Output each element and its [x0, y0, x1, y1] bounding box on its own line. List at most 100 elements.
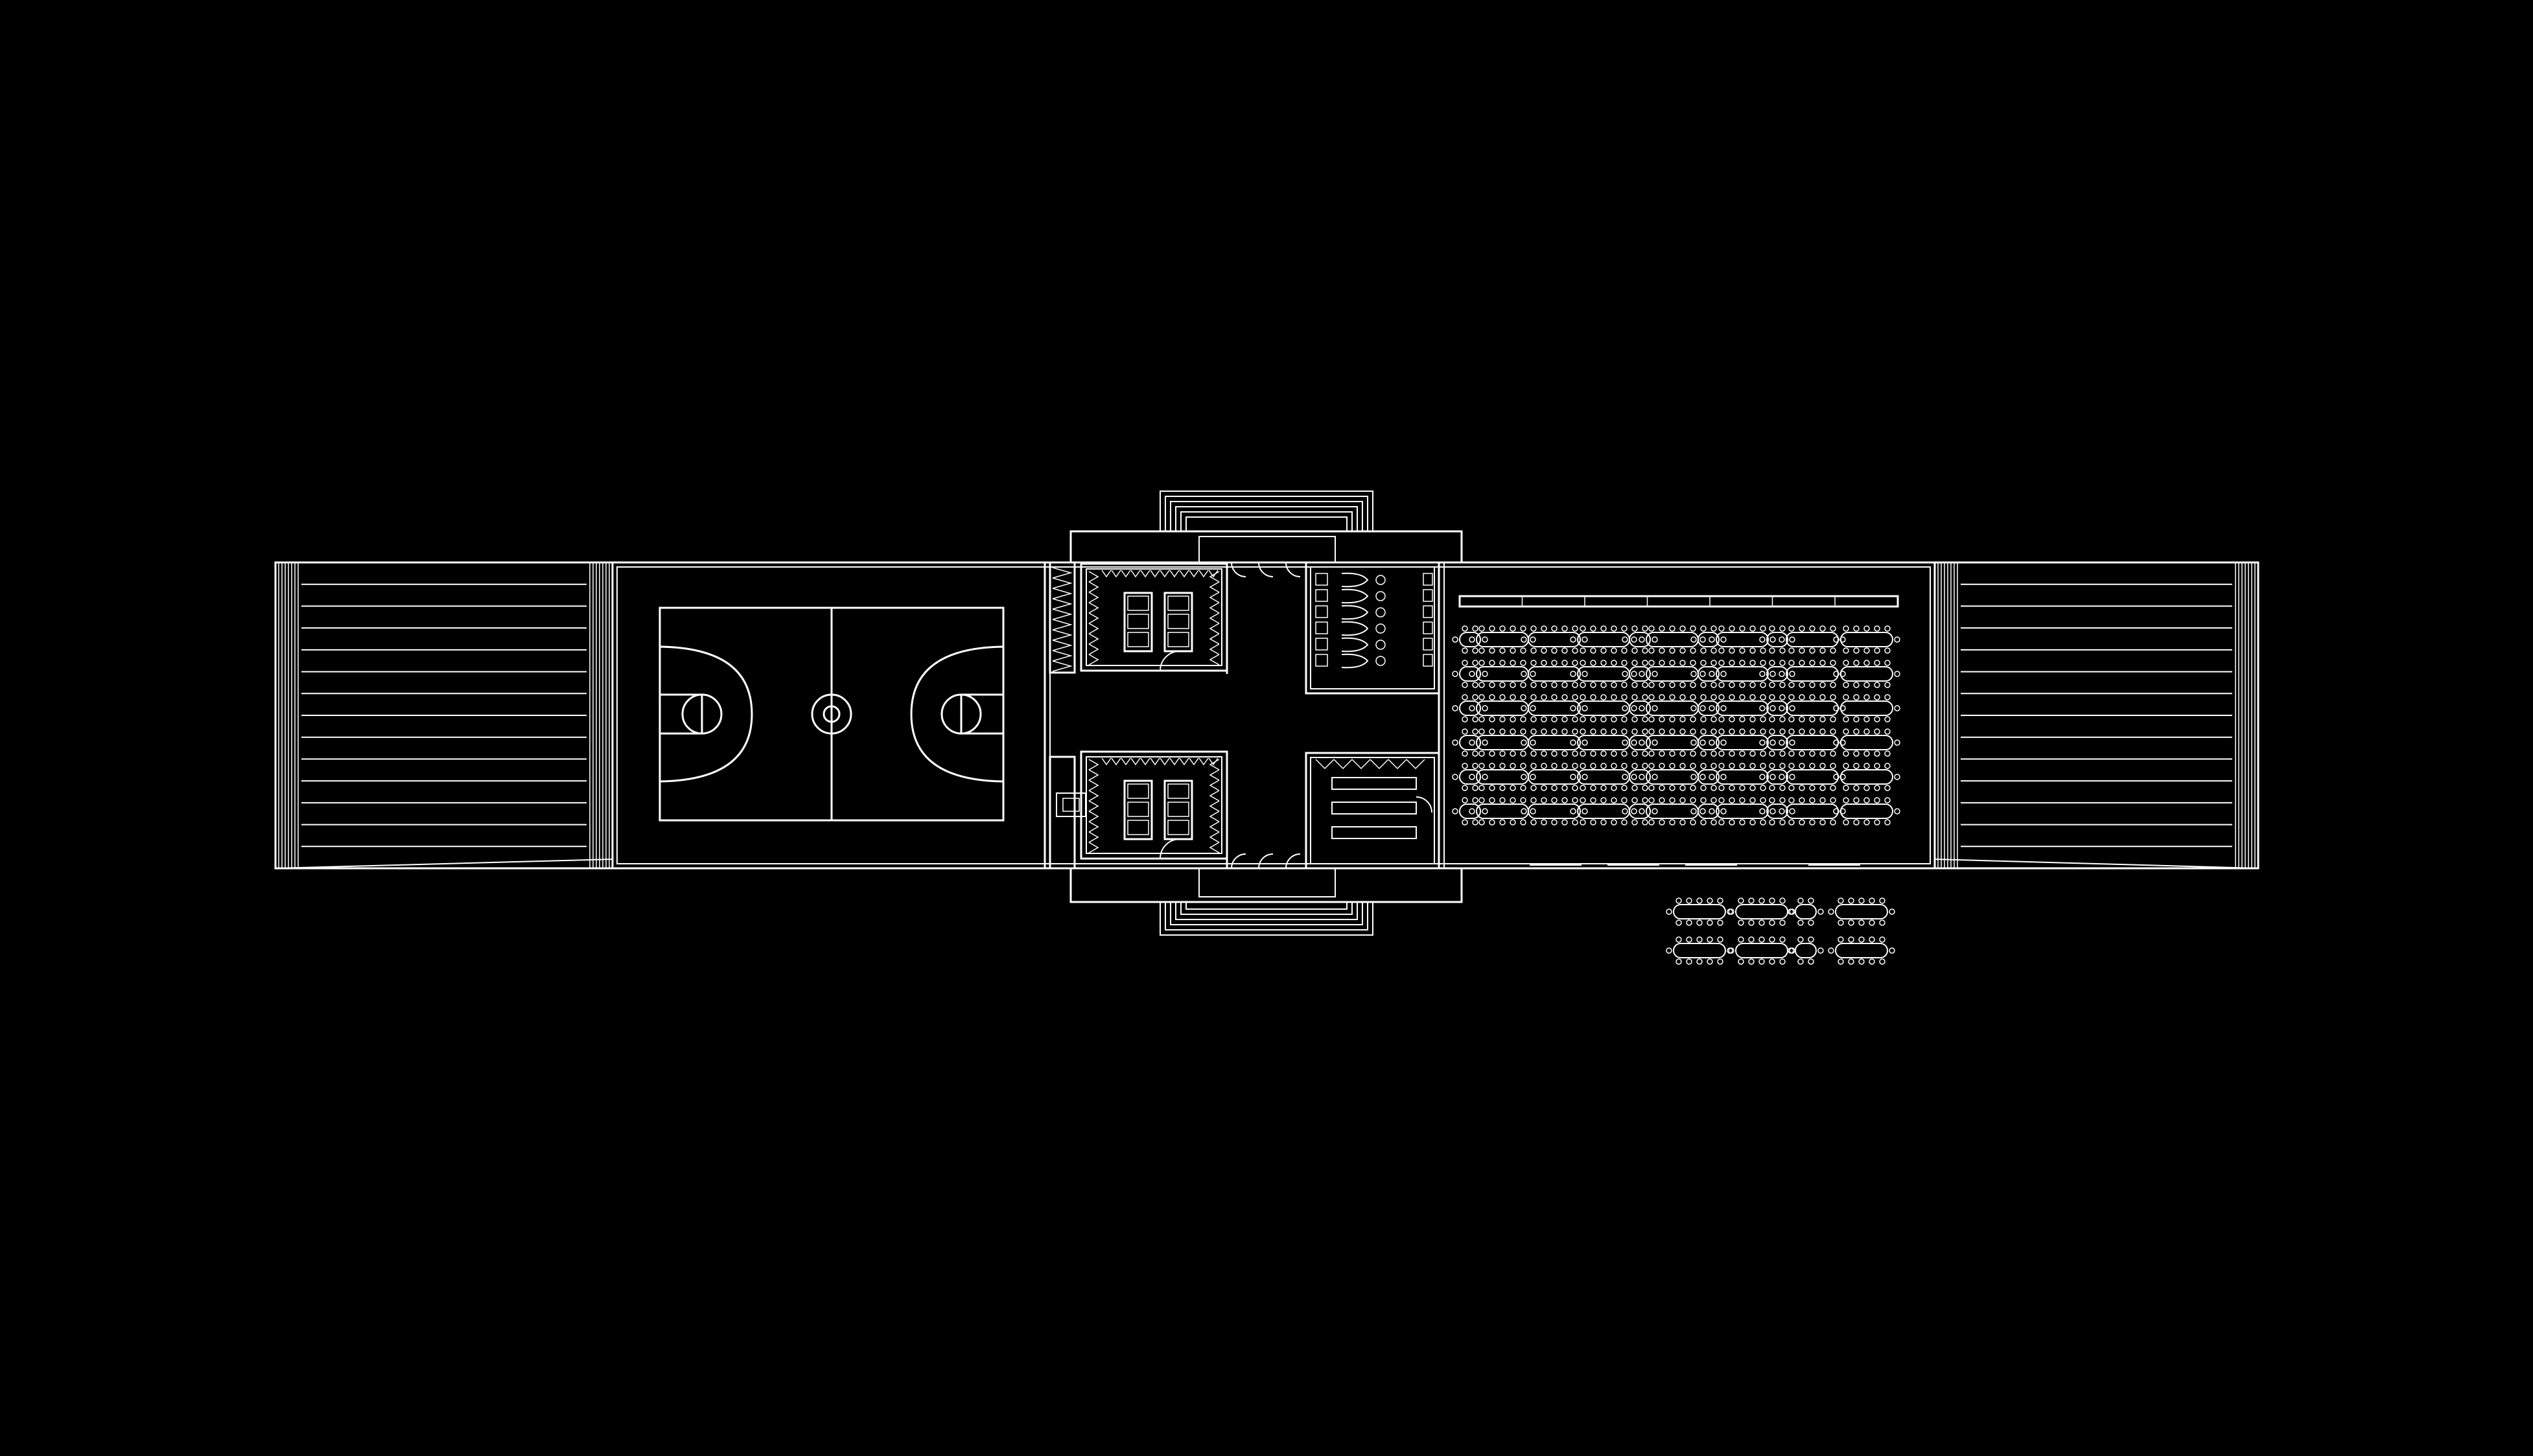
chair [1739, 660, 1745, 666]
chair [1489, 728, 1495, 735]
chair [1580, 728, 1586, 735]
chair [1769, 671, 1776, 677]
chair [1819, 750, 1826, 757]
chair [1551, 797, 1558, 803]
chair [1541, 716, 1547, 722]
chair [1779, 682, 1786, 688]
wall-hatch [1209, 831, 1220, 843]
chair [1789, 808, 1795, 815]
chair [1809, 694, 1815, 700]
chair [1482, 774, 1488, 780]
bed-slat [1167, 820, 1189, 835]
centre-dot [823, 705, 841, 723]
chair [1472, 797, 1478, 803]
chair [1760, 785, 1766, 791]
dining-table [1469, 797, 1536, 826]
chair [1843, 785, 1849, 791]
chair [1760, 728, 1766, 735]
step-line [1185, 516, 1348, 531]
chair [1499, 785, 1506, 791]
chair [1648, 785, 1655, 791]
chair [1648, 625, 1655, 632]
chair [1779, 774, 1785, 780]
chair [1853, 660, 1860, 666]
chair [1749, 716, 1756, 722]
chair [1720, 671, 1727, 677]
chair [1472, 819, 1478, 826]
chair [1729, 797, 1735, 803]
chair [1489, 750, 1495, 757]
chair [1789, 671, 1795, 677]
chair [1482, 739, 1488, 746]
chair [1590, 647, 1596, 654]
building-outline-inner [616, 566, 1931, 864]
chair [1580, 819, 1586, 826]
chair [1570, 774, 1576, 780]
toilet-stall-curve [1341, 572, 1369, 588]
chair [1788, 750, 1795, 757]
chair [1788, 625, 1795, 632]
chair [1572, 728, 1578, 735]
chair [1738, 958, 1744, 965]
strip-hatch [1052, 598, 1073, 610]
chair [1769, 819, 1775, 826]
chair [1799, 797, 1805, 803]
classroom-south [1080, 750, 1228, 860]
wall-hatch [1088, 821, 1099, 833]
chair [1530, 694, 1537, 700]
chair [1472, 785, 1478, 791]
chair [1551, 785, 1558, 791]
wall-hatch [1088, 759, 1099, 770]
chair [1729, 682, 1735, 688]
chair [1709, 636, 1715, 643]
chair [1520, 797, 1526, 803]
chair [1833, 636, 1839, 643]
chair [1572, 819, 1578, 826]
chair [1819, 819, 1826, 826]
chair [1642, 785, 1648, 791]
chair [1830, 682, 1836, 688]
chair [1788, 908, 1794, 915]
wall-hatch [1088, 811, 1099, 822]
chair [1639, 808, 1645, 815]
chair [1530, 819, 1537, 826]
wall-hatch [1169, 757, 1180, 766]
chair [1869, 897, 1875, 904]
chair [1874, 785, 1880, 791]
table-top [1629, 666, 1651, 682]
room-inner [1086, 568, 1222, 666]
chair [1843, 716, 1849, 722]
sink [1315, 654, 1328, 667]
chair [1642, 694, 1648, 700]
chair [1582, 808, 1588, 815]
equipment-inner [1062, 798, 1080, 812]
wall-hatch [1209, 602, 1220, 614]
chair [1611, 763, 1617, 769]
chair [1717, 919, 1723, 926]
bed-slat [1127, 802, 1149, 817]
chair [1749, 763, 1756, 769]
chair [1838, 919, 1844, 926]
chair [1631, 728, 1638, 735]
chair [1590, 750, 1596, 757]
chair [1642, 797, 1648, 803]
chair [1622, 705, 1628, 711]
dining-table [1469, 763, 1536, 791]
wall-hatch [1088, 800, 1099, 812]
chair [1788, 647, 1795, 654]
wall-hatch [1111, 757, 1121, 766]
chair [1884, 660, 1891, 666]
chair [1541, 750, 1547, 757]
dining-table [1690, 694, 1727, 722]
north-entrance-steps [1160, 491, 1373, 531]
chair [1462, 682, 1468, 688]
door-swing-south [1231, 853, 1246, 869]
chair [1478, 647, 1485, 654]
chair [1551, 819, 1558, 826]
table-top [1795, 943, 1817, 958]
dining-table [1452, 625, 1488, 654]
wall-hatch [1088, 581, 1099, 593]
chair [1469, 739, 1475, 746]
storage-hatch [1406, 759, 1425, 770]
chair [1884, 625, 1891, 632]
